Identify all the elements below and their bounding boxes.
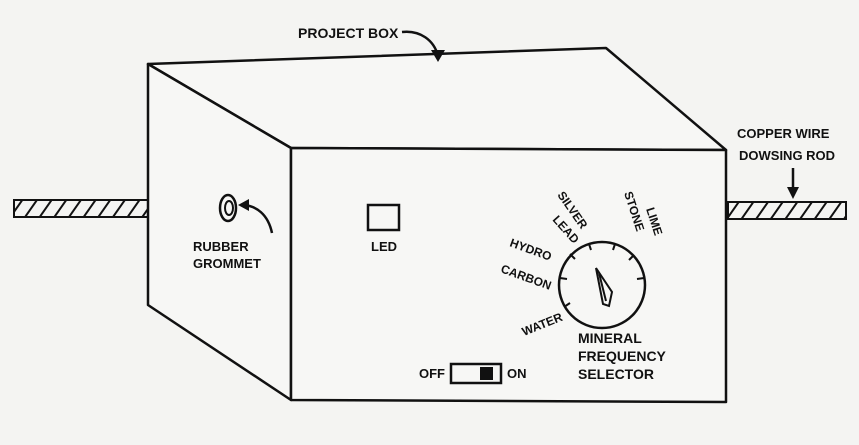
switch-off-label: OFF: [419, 366, 445, 381]
rubber-label: RUBBER: [193, 239, 249, 254]
rubber-grommet-hole: [224, 200, 234, 216]
project-box-label: PROJECT BOX: [298, 25, 399, 41]
led-indicator[interactable]: [366, 203, 401, 232]
copper-wire-arrowhead: [787, 187, 799, 199]
project-box-arrowhead: [431, 50, 445, 62]
led-label: LED: [371, 239, 397, 254]
dowsing-rod-label: DOWSING ROD: [739, 148, 835, 163]
power-switch-toggle[interactable]: [480, 367, 493, 380]
dial-ticks: [559, 243, 645, 308]
selector-label-line1: MINERAL: [578, 330, 642, 346]
copper-wire-label: COPPER WIRE: [737, 126, 830, 141]
grommet-arrowhead: [238, 199, 249, 211]
right-wire-rod: [727, 201, 847, 220]
rubber-grommet: [218, 193, 238, 223]
power-switch[interactable]: [449, 362, 503, 385]
dial-pointer-mark: [598, 272, 607, 302]
grommet-label: GROMMET: [193, 256, 261, 271]
switch-on-label: ON: [507, 366, 527, 381]
selector-label-line2: FREQUENCY: [578, 348, 667, 364]
selector-label-line3: SELECTOR: [578, 366, 654, 382]
